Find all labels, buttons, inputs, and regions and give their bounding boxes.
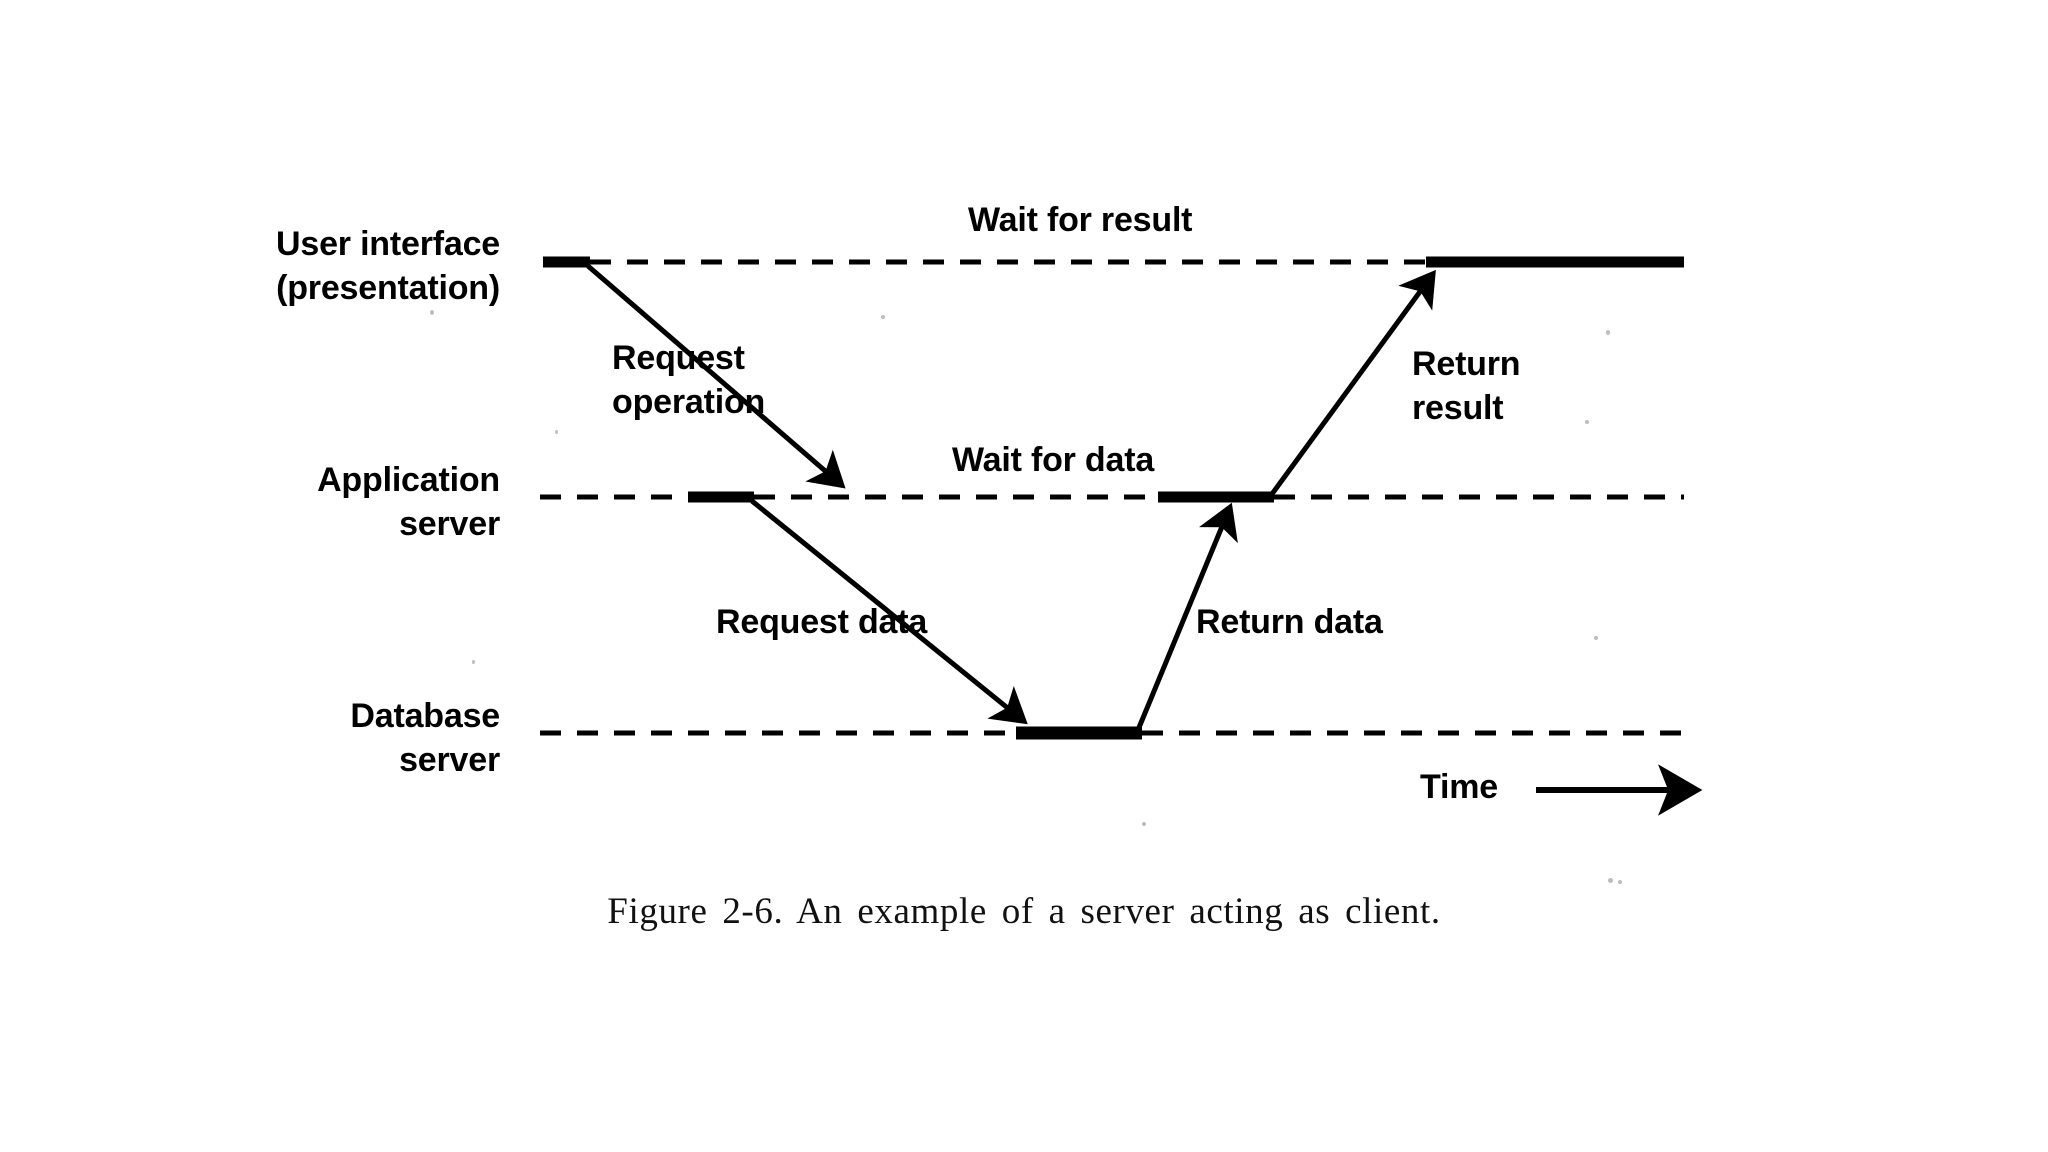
scan-speck [472,660,475,664]
figure-caption: Figure 2-6. An example of a server actin… [607,891,1441,932]
label-return-result: Return result [1412,345,1521,427]
label-time-axis: Time [1420,768,1498,806]
lane-label-database-server: Database server [350,697,500,779]
scan-speck [1618,880,1622,884]
scan-speck [1585,420,1589,424]
label-return-data: Return data [1196,603,1383,641]
scan-speck [1608,878,1613,883]
return-result-arrow [1269,269,1436,496]
label-wait-for-data: Wait for data [952,441,1155,479]
label-request-operation: Request operation [612,339,766,421]
label-request-data: Request data [716,603,928,641]
scan-speck [1606,330,1610,335]
lane-label-application-server: Application server [317,461,500,543]
return-data-arrow [1135,502,1238,731]
label-wait-for-result: Wait for result [968,201,1193,239]
request-operation-arrow [586,264,846,489]
request-data-arrow [750,499,1028,725]
scan-speck [430,310,434,315]
scan-speck [1142,822,1146,826]
scan-speck [881,315,885,319]
scan-speck [1594,636,1598,640]
lane-label-user-interface: User interface (presentation) [276,225,500,307]
scan-speck [555,430,558,434]
